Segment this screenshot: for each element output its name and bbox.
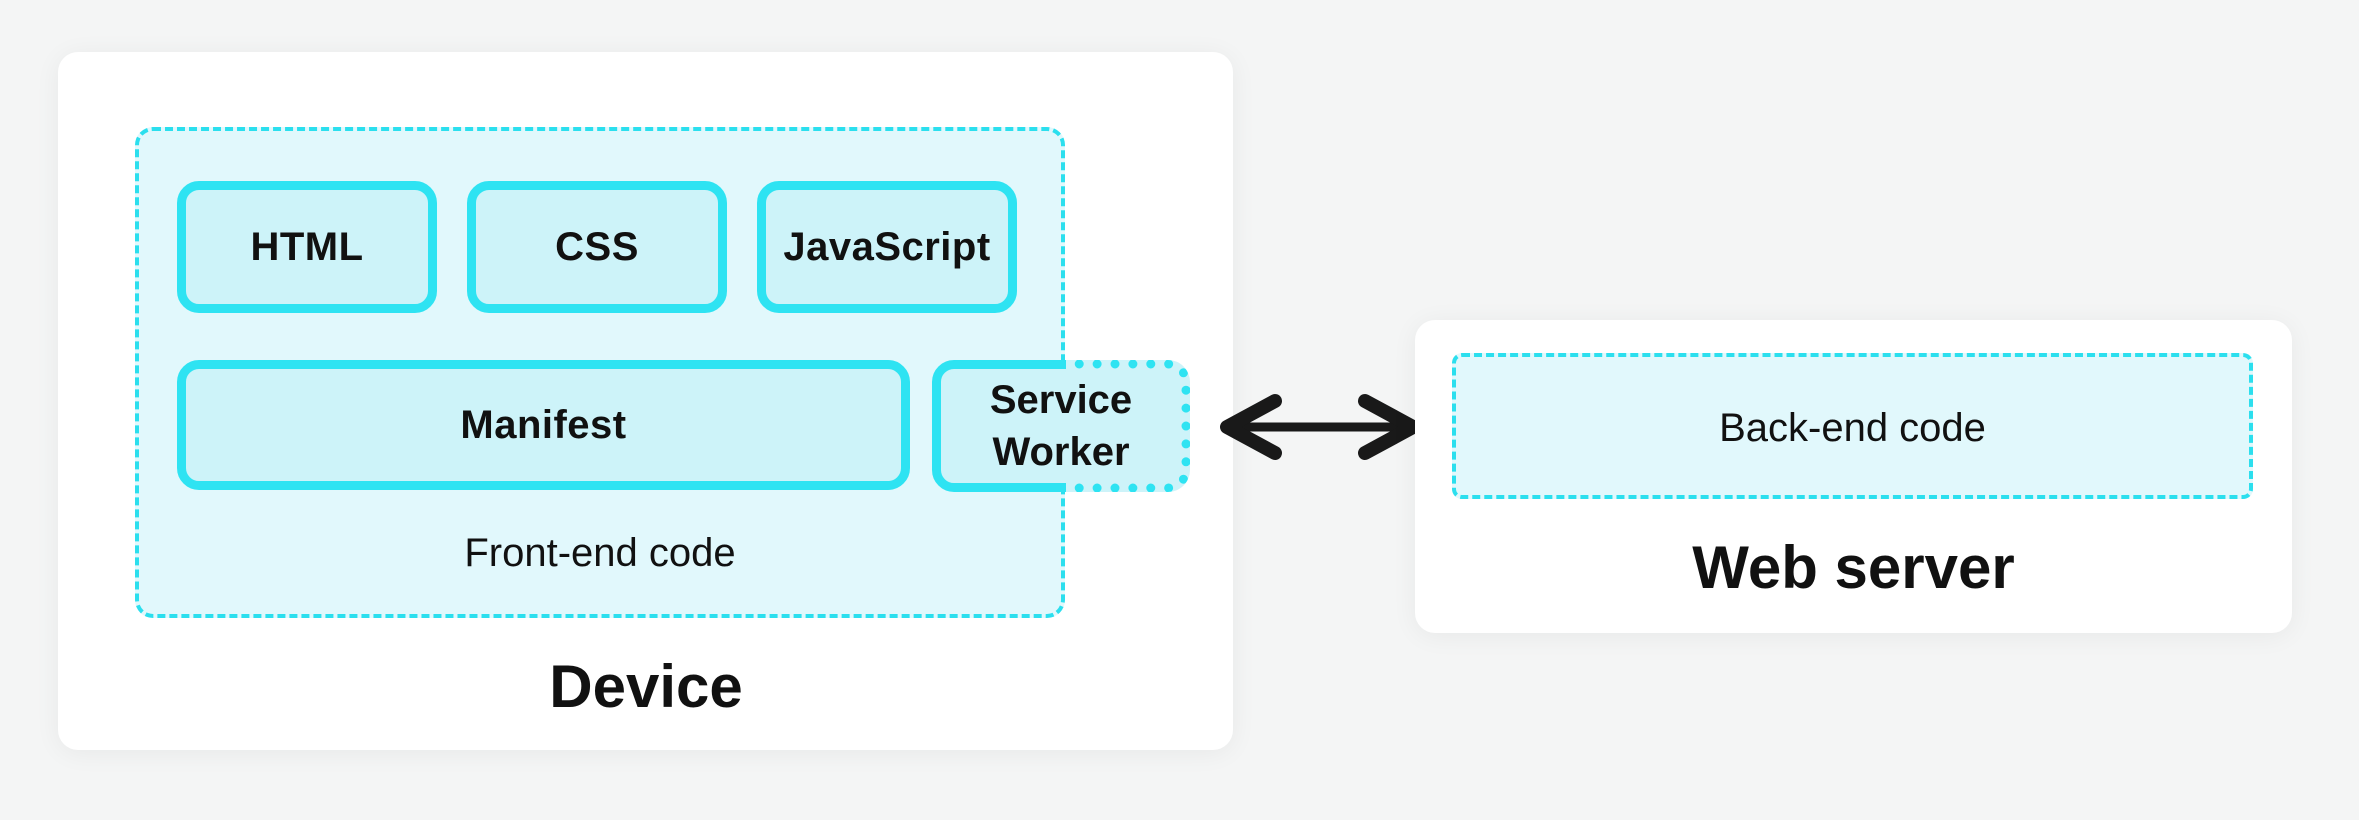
backend-code-label: Back-end code — [1719, 406, 1986, 450]
service-worker-box: Service Worker — [932, 360, 1190, 492]
web-server-title: Web server — [1692, 534, 2015, 601]
bidirectional-arrow-icon — [1220, 394, 1426, 460]
service-worker-box-label: Service Worker — [989, 378, 1133, 474]
html-box-label: HTML — [250, 224, 364, 269]
javascript-box: JavaScript — [757, 181, 1017, 313]
css-box-label: CSS — [555, 224, 639, 269]
device-title: Device — [549, 653, 743, 720]
service-worker-dotted-border — [1066, 360, 1190, 492]
html-box: HTML — [177, 181, 437, 313]
frontend-code-label: Front-end code — [464, 531, 736, 575]
manifest-box: Manifest — [177, 360, 910, 490]
service-worker-solid-border — [932, 360, 1066, 492]
manifest-box-label: Manifest — [460, 402, 627, 447]
backend-code-box — [1452, 353, 2253, 499]
javascript-box-label: JavaScript — [783, 224, 991, 269]
css-box: CSS — [467, 181, 727, 313]
